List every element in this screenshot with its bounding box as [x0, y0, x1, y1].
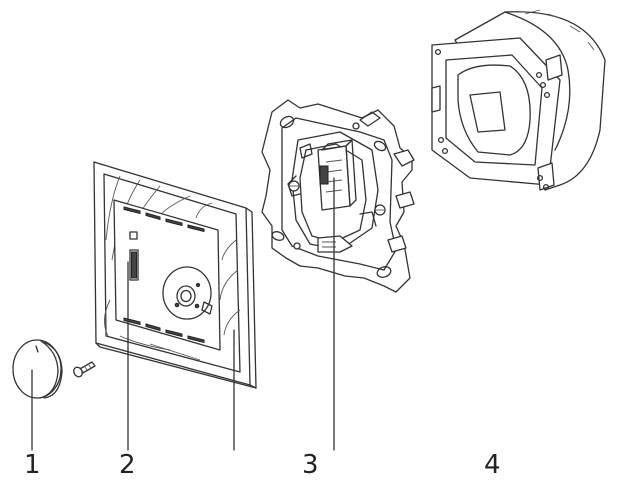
cover-knob-icon	[12, 339, 96, 399]
callout-label-2: 2	[119, 450, 136, 480]
switch-insert-icon	[261, 99, 415, 293]
wall-box-icon	[431, 9, 606, 191]
callout-label-3: 3	[302, 450, 319, 480]
leader-lines	[31, 177, 335, 451]
callout-label-4: 4	[484, 450, 501, 480]
callout-label-1: 1	[24, 450, 41, 480]
faceplate-frame-icon	[93, 161, 257, 389]
